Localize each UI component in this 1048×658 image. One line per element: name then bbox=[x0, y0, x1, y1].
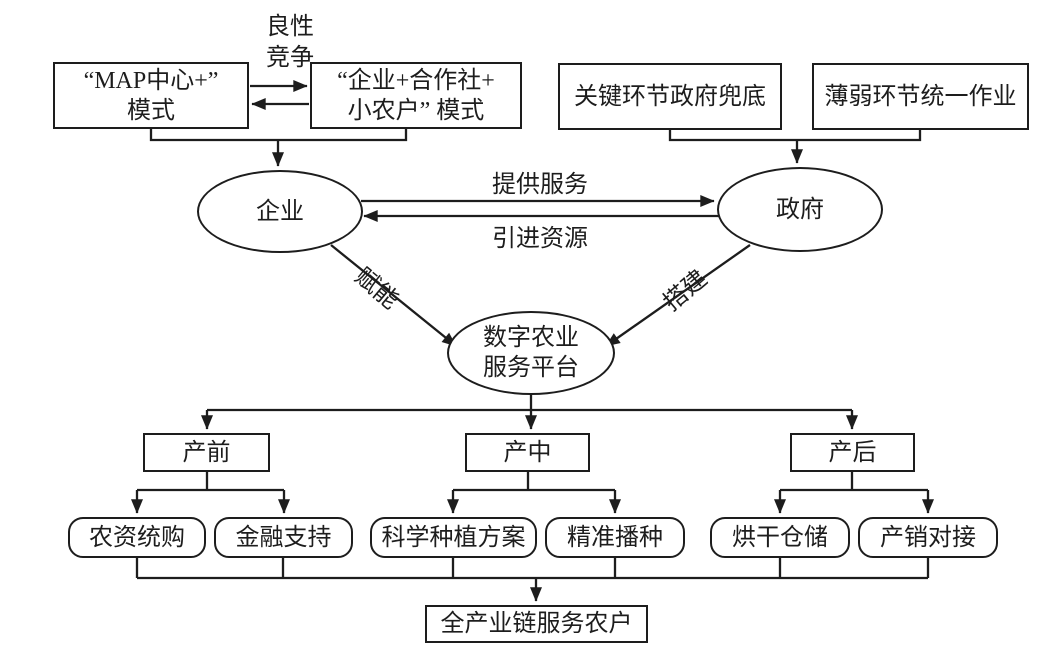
arrow-enterprise-to-platform bbox=[330, 244, 457, 347]
node-coop-mode: “企业+合作社+ 小农户” 模式 bbox=[310, 62, 522, 129]
bus-services-to-full-chain bbox=[135, 557, 930, 602]
edge-label-introduce-resources: 引进资源 bbox=[492, 226, 588, 252]
node-post-production: 产后 bbox=[790, 433, 915, 472]
node-marketing-link: 产销对接 bbox=[858, 517, 998, 558]
bus-platform-to-stages bbox=[201, 394, 858, 430]
node-drying-storage: 烘干仓储 bbox=[710, 517, 850, 558]
node-gov-backstop: 关键环节政府兜底 bbox=[558, 63, 782, 130]
node-financial-support: 金融支持 bbox=[214, 517, 353, 558]
node-full-chain: 全产业链服务农户 bbox=[425, 605, 648, 643]
bracket-stages-to-services bbox=[131, 471, 934, 514]
node-pre-production: 产前 bbox=[143, 433, 270, 472]
edge-label-benign-competition: 良性 竞争 bbox=[266, 14, 314, 71]
node-platform: 数字农业 服务平台 bbox=[447, 311, 615, 395]
edge-label-provide-services: 提供服务 bbox=[492, 172, 588, 198]
node-mid-production: 产中 bbox=[465, 433, 590, 472]
bracket-measures-to-government bbox=[668, 130, 922, 164]
node-precision-seeding: 精准播种 bbox=[545, 517, 685, 558]
bracket-modes-to-enterprise bbox=[149, 129, 408, 167]
node-government: 政府 bbox=[717, 167, 883, 252]
node-weak-unified: 薄弱环节统一作业 bbox=[812, 63, 1029, 130]
node-planting-plan: 科学种植方案 bbox=[370, 517, 537, 558]
node-enterprise: 企业 bbox=[197, 170, 363, 253]
node-agri-purchase: 农资统购 bbox=[68, 517, 206, 558]
arrow-government-to-platform bbox=[605, 244, 751, 347]
node-map-mode: “MAP中心+” 模式 bbox=[53, 62, 249, 129]
